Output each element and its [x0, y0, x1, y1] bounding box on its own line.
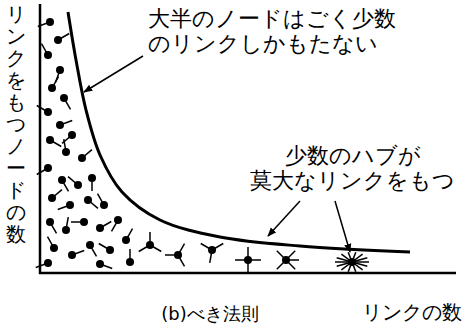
annotation-text: 大半のノードはごく少数 のリンクしかもたない	[148, 6, 398, 57]
network-node-dot	[60, 94, 68, 102]
network-node-dot	[86, 241, 94, 249]
leader-arrow	[84, 56, 143, 92]
network-node-dot	[48, 194, 56, 202]
network-node-dot	[282, 256, 290, 264]
network-node-dot	[244, 256, 252, 264]
network-node-dot	[44, 51, 52, 59]
network-node-dot	[62, 148, 70, 156]
caption: (b)べき法則	[120, 302, 300, 325]
network-node-dot	[96, 224, 104, 232]
network-node-dot	[56, 66, 64, 74]
network-node-dot	[122, 236, 130, 244]
annotation-text: 少数のハブが 莫大なリンクをもつ	[245, 143, 460, 194]
axis-label: リンクをもつノードの数	[6, 3, 26, 245]
network-node-dot	[78, 154, 86, 162]
network-node-dot	[84, 196, 92, 204]
network-node-dot	[174, 251, 182, 259]
network-node-dot	[88, 174, 96, 182]
network-node-dot	[208, 246, 216, 254]
network-node-dot	[44, 108, 52, 116]
leader-arrow	[335, 201, 350, 252]
network-node-dot	[44, 164, 52, 172]
network-node-dot	[48, 84, 56, 92]
network-node-dot	[96, 260, 104, 268]
network-node-dot	[114, 216, 122, 224]
network-node-dot	[146, 241, 154, 249]
network-node-dot	[56, 121, 64, 129]
network-node-dot	[46, 136, 54, 144]
network-node-dot	[46, 18, 54, 26]
network-node-dot	[80, 218, 88, 226]
network-node-dot	[100, 201, 108, 209]
network-node-dot	[62, 226, 70, 234]
axis-label: リンクの数	[362, 299, 462, 325]
network-node-dot	[126, 258, 134, 266]
network-node-dot	[54, 36, 62, 44]
network-node-dot	[46, 218, 54, 226]
network-node-dot	[50, 244, 58, 252]
network-node-dot	[66, 201, 74, 209]
y-axis	[39, 4, 42, 274]
network-node-dot	[44, 259, 52, 267]
network-node-dot	[106, 246, 114, 254]
network-node-dot	[348, 258, 356, 266]
network-node-dot	[74, 181, 82, 189]
network-node-dot	[68, 251, 76, 259]
network-node-dot	[58, 176, 66, 184]
leader-arrow	[268, 201, 300, 236]
network-node-dot	[68, 131, 76, 139]
